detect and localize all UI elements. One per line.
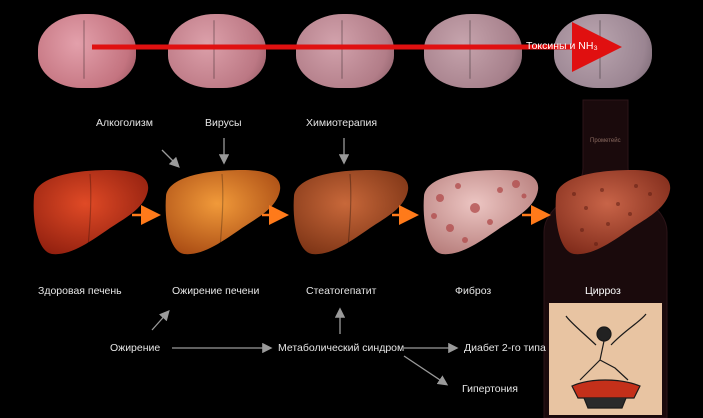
toxins-label: Токсины и NH₃ xyxy=(526,40,598,52)
stage-label-fibrosis: Фиброз xyxy=(455,285,492,297)
cause-chemotherapy: Химиотерапия xyxy=(306,117,378,129)
brain-2 xyxy=(168,14,266,88)
stage-label-fatty: Ожирение печени xyxy=(172,285,260,297)
brain-4 xyxy=(424,14,522,88)
arrow-metabolic-to-hypertension xyxy=(403,355,449,386)
liver-steatohepatitis xyxy=(293,170,409,255)
cause-alcoholism: Алкоголизм xyxy=(96,117,153,129)
stage-label-cirrhosis: Цирроз xyxy=(585,285,621,297)
hypertension-label: Гипертония xyxy=(462,383,518,395)
cause-obesity: Ожирение xyxy=(110,342,161,354)
arrow-alcoholism xyxy=(161,149,180,168)
liver-fibrosis xyxy=(423,170,539,255)
stage-label-steatohepatitis: Стеатогепатит xyxy=(306,285,377,297)
cause-viruses: Вирусы xyxy=(205,117,242,129)
diabetes-label: Диабет 2-го типа xyxy=(464,342,546,354)
brain-1 xyxy=(38,14,136,88)
stage-label-healthy: Здоровая печень xyxy=(38,285,122,297)
liver-healthy xyxy=(33,170,149,255)
liver-fatty xyxy=(165,170,281,255)
metabolic-syndrome: Метаболический синдром xyxy=(278,342,405,354)
bottle-label-figure xyxy=(565,313,647,409)
arrow-obesity-to-fatty xyxy=(151,310,170,331)
liver-cirrhosis xyxy=(555,170,671,255)
bottle-text: Прометейс xyxy=(590,138,621,144)
